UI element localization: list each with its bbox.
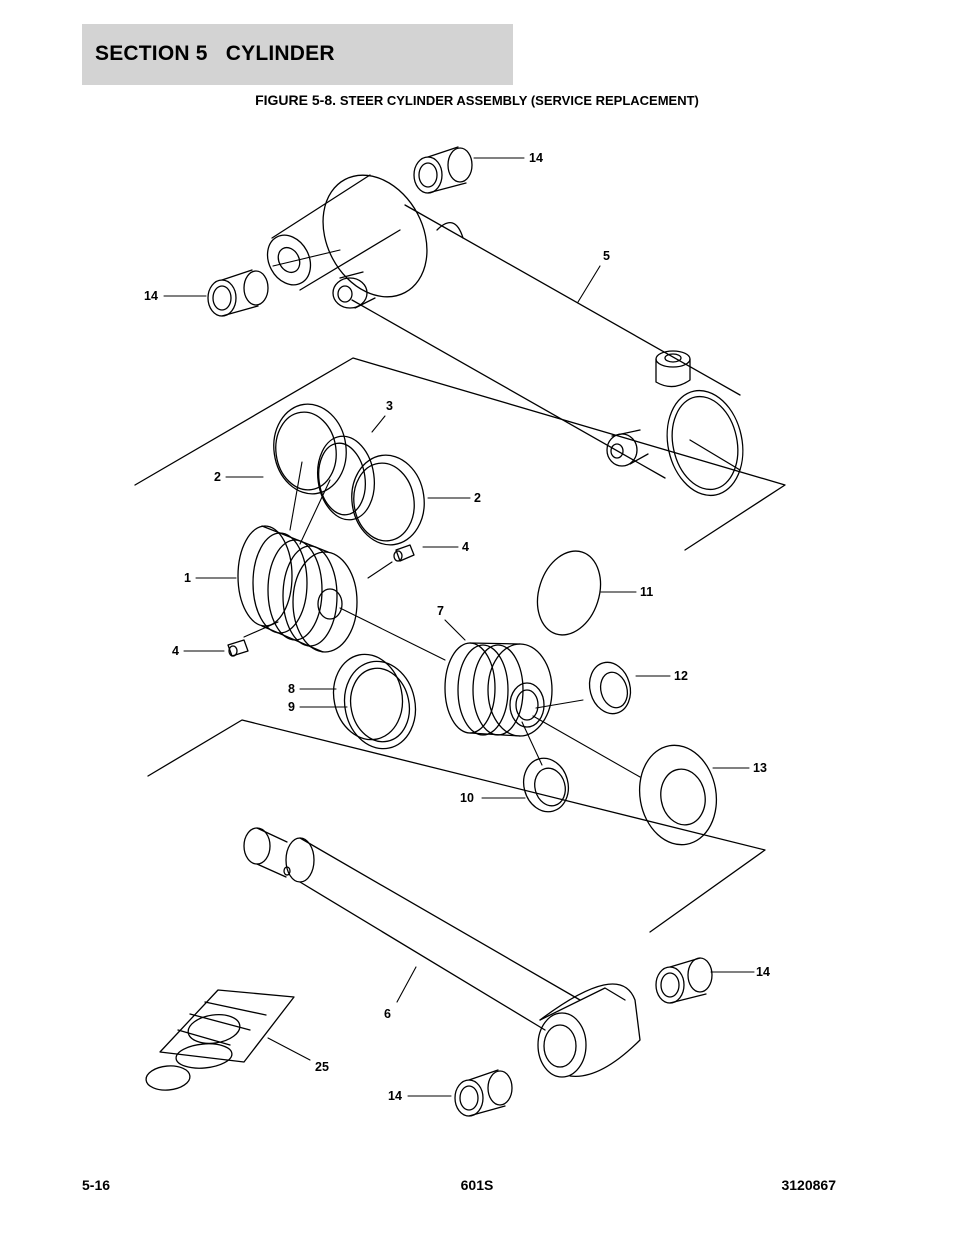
figure-caption: FIGURE 5-8. STEER CYLINDER ASSEMBLY (SER…	[0, 92, 954, 108]
wear-ring-part	[273, 403, 347, 495]
rod-wiper-part	[522, 757, 570, 813]
callout-label: 2	[214, 470, 221, 484]
seal-kit-part	[145, 989, 295, 1091]
callout-label: 5	[603, 249, 610, 263]
callout-label: 4	[462, 540, 469, 554]
callout-label: 14	[144, 289, 158, 303]
piston-rod-part	[243, 827, 641, 1078]
callout-label: 2	[474, 491, 481, 505]
leader-lines	[163, 157, 755, 1097]
callout-label: 14	[388, 1089, 402, 1103]
callout-label: 14	[756, 965, 770, 979]
figure-number: FIGURE 5-8.	[255, 92, 336, 108]
assembly-plane-lower	[147, 719, 766, 933]
callout-label: 25	[315, 1060, 329, 1074]
wiper-part	[588, 661, 632, 715]
lock-nut-part	[638, 744, 718, 846]
cylinder-head-part	[444, 642, 553, 737]
footer-model: 601S	[460, 1177, 494, 1193]
section-title: SECTION 5 CYLINDER	[95, 42, 335, 65]
rod-seal-part	[332, 653, 417, 750]
bushing-part	[207, 146, 713, 1117]
callout-label: 11	[640, 585, 653, 599]
callout-label: 3	[386, 399, 393, 413]
callout-label: 13	[753, 761, 767, 775]
callout-label: 4	[172, 644, 179, 658]
piston-seal-part	[317, 435, 375, 521]
figure-title: STEER CYLINDER ASSEMBLY (SERVICE REPLACE…	[339, 93, 699, 108]
section-header: SECTION 5 CYLINDER	[82, 24, 513, 85]
footer-page-number: 5-16	[82, 1177, 111, 1193]
callout-labels: 14 5 14 3 2 2 4 1 11 7 4 12 8 9 13 10 14…	[144, 151, 770, 1103]
callout-label: 1	[184, 571, 191, 585]
callout-label: 6	[384, 1007, 391, 1021]
callout-label: 9	[288, 700, 295, 714]
oring-part	[536, 550, 602, 636]
assembly-plane-upper	[134, 357, 786, 551]
wear-ring-part-b	[351, 454, 425, 546]
callout-label: 10	[460, 791, 474, 805]
callout-label: 7	[437, 604, 444, 618]
cylinder-barrel-part	[266, 174, 744, 497]
callout-label: 12	[674, 669, 688, 683]
footer-doc-number: 3120867	[781, 1177, 836, 1193]
set-screw-part	[227, 544, 415, 657]
callout-label: 14	[529, 151, 543, 165]
piston-part	[237, 525, 358, 653]
callout-label: 8	[288, 682, 295, 696]
